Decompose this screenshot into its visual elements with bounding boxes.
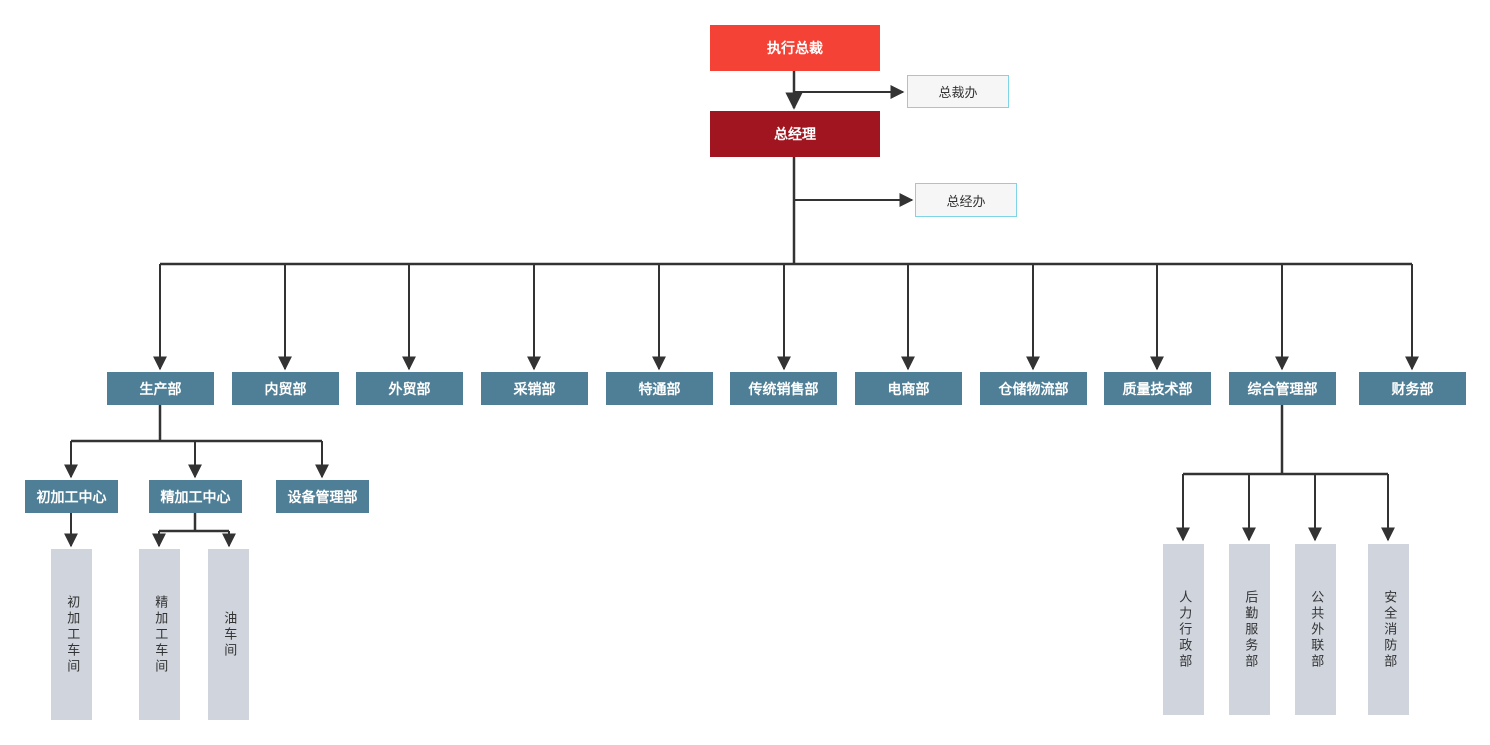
- department-domestic-trade: 内贸部: [232, 372, 339, 405]
- workshop-primary: 初加工车间: [51, 549, 92, 720]
- executive-node: 执行总裁: [710, 25, 880, 71]
- department-foreign-trade: 外贸部: [356, 372, 463, 405]
- department-quality: 质量技术部: [1104, 372, 1211, 405]
- department-special-channel: 特通部: [606, 372, 713, 405]
- department-ecommerce: 电商部: [855, 372, 962, 405]
- department-production: 生产部: [107, 372, 214, 405]
- department-finance: 财务部: [1359, 372, 1466, 405]
- general-manager-node: 总经理: [710, 111, 880, 157]
- department-admin: 综合管理部: [1229, 372, 1336, 405]
- admin-unit-hr: 人力行政部: [1163, 544, 1204, 715]
- center-finishing: 精加工中心: [149, 480, 242, 513]
- gm-office-node: 总经办: [915, 183, 1017, 217]
- department-procurement: 采销部: [481, 372, 588, 405]
- department-traditional-sales: 传统销售部: [730, 372, 837, 405]
- admin-unit-safety: 安全消防部: [1368, 544, 1409, 715]
- center-equipment: 设备管理部: [276, 480, 369, 513]
- workshop-oil: 油车间: [208, 549, 249, 720]
- admin-unit-public-relations: 公共外联部: [1295, 544, 1336, 715]
- workshop-finishing: 精加工车间: [139, 549, 180, 720]
- president-office-node: 总裁办: [907, 75, 1009, 108]
- center-primary-processing: 初加工中心: [25, 480, 118, 513]
- admin-unit-logistics-service: 后勤服务部: [1229, 544, 1270, 715]
- department-logistics: 仓储物流部: [980, 372, 1087, 405]
